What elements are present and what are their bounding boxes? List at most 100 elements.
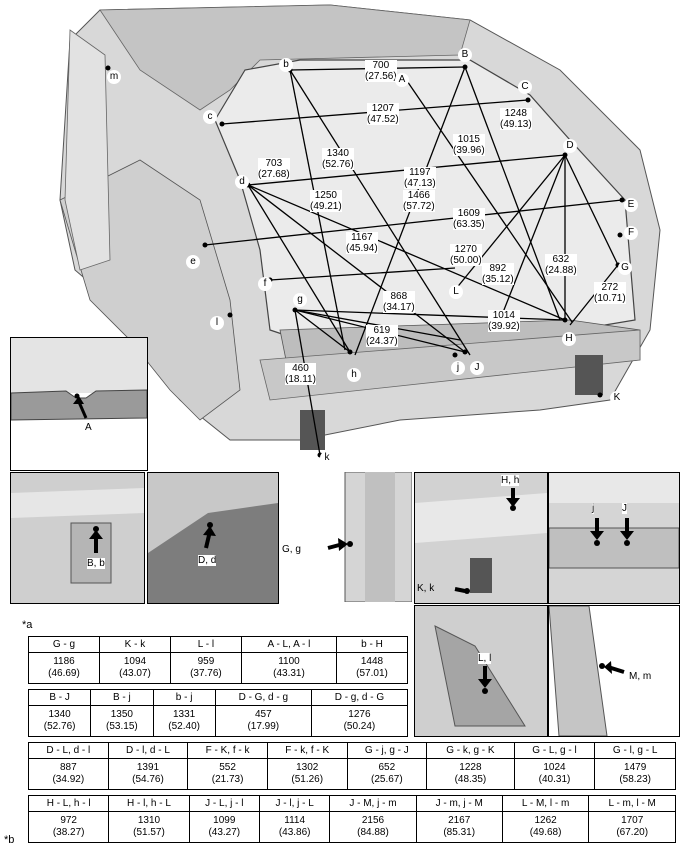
- table-header-cell: D - g, d - G: [310, 689, 409, 706]
- table-header-cell: F - k, f - K: [266, 742, 348, 759]
- value-in: (40.31): [538, 774, 571, 785]
- table-header-cell: J - m, j - M: [415, 795, 503, 812]
- value-in: (67.20): [616, 827, 649, 838]
- table-value-cell: 1114(43.86): [258, 811, 331, 843]
- value-in: (50.24): [343, 721, 376, 732]
- note-a: *a: [22, 619, 33, 631]
- table-header-cell: A - L, A - l: [240, 636, 338, 653]
- value-in: (85.31): [443, 827, 476, 838]
- table-value-cell: 1094(43.07): [98, 652, 171, 684]
- point-label: H: [562, 332, 576, 346]
- dim-label: 460(18.11): [285, 363, 316, 385]
- value-mm: 1262: [534, 815, 557, 826]
- inset-ll-label: L, l: [478, 653, 492, 664]
- inset-bb-label: B, b: [87, 558, 105, 569]
- table-header-cell: G - k, g - K: [426, 742, 515, 759]
- table-value-cell: 1276(50.24): [310, 705, 409, 737]
- table-header-cell: D - l, d - L: [107, 742, 189, 759]
- inset-kk-label: K, k: [417, 583, 435, 594]
- value-mm: 972: [60, 815, 77, 826]
- point-label: j: [451, 361, 465, 375]
- value-in: (53.15): [106, 721, 138, 732]
- table-value-cell: 1391(54.76): [107, 758, 189, 790]
- value-in: (52.76): [43, 721, 76, 732]
- inset-hh-kk: H, h K, k: [414, 472, 548, 604]
- table-value-cell: 2167(85.31): [415, 811, 503, 843]
- dim-label: 619(24.37): [366, 325, 398, 347]
- value-in: (54.76): [132, 774, 164, 785]
- value-mm: 959: [197, 656, 215, 667]
- value-in: (48.35): [454, 774, 487, 785]
- value-mm: 652: [378, 762, 396, 773]
- point-label: e: [186, 255, 200, 269]
- point-label: k: [320, 451, 334, 465]
- table-header-cell: b - j: [152, 689, 216, 706]
- point-label: E: [624, 198, 638, 212]
- table-value-cell: 1186(46.69): [28, 652, 100, 684]
- dim-label: 700(27.56): [365, 60, 397, 82]
- point-label: g: [293, 293, 307, 307]
- value-mm: 1114: [284, 815, 306, 826]
- table-header-cell: G - l, g - L: [594, 742, 676, 759]
- table-header-cell: L - M, l - m: [501, 795, 590, 812]
- value-in: (38.27): [52, 827, 85, 838]
- value-in: (57.01): [356, 668, 388, 679]
- value-in: (21.73): [211, 774, 244, 785]
- point-label: J: [470, 361, 484, 375]
- value-mm: 1448: [360, 656, 384, 667]
- note-b: *b: [4, 834, 15, 846]
- value-mm: 1099: [213, 815, 236, 826]
- value-in: (43.31): [273, 668, 305, 679]
- point-label: A: [395, 73, 409, 87]
- value-in: (51.57): [133, 827, 165, 838]
- inset-J-label: J: [622, 503, 627, 514]
- inset-mm: M, m: [548, 605, 680, 737]
- dim-label: 1609(63.35): [453, 208, 485, 230]
- table-header-cell: H - L, h - l: [27, 795, 110, 812]
- table-value-cell: 1331(52.40): [152, 705, 216, 737]
- inset-jj: j J: [548, 472, 680, 604]
- dim-label: 1014(39.92): [488, 310, 520, 332]
- table-value-cell: 1310(51.57): [108, 811, 190, 843]
- dim-label: 1340(52.76): [322, 148, 354, 170]
- value-mm: 1094: [123, 656, 147, 667]
- dim-label: 272(10.71): [594, 282, 626, 304]
- inset-ll: L, l: [414, 605, 548, 737]
- value-mm: 1479: [624, 762, 647, 773]
- inset-a-label: A: [85, 422, 92, 433]
- dim-label: 892(35.12): [482, 263, 514, 285]
- table-value-cell: 959(37.76): [169, 652, 242, 684]
- point-label: F: [624, 226, 638, 240]
- table-header-cell: F - K, f - k: [187, 742, 268, 759]
- table-header-cell: G - j, g - J: [346, 742, 428, 759]
- table-value-cell: 1228(48.35): [426, 758, 515, 790]
- point-label: m: [107, 70, 121, 84]
- value-in: (52.40): [168, 721, 200, 732]
- dim-label: 1207(47.52): [367, 103, 399, 125]
- table-header-cell: D - L, d - l: [28, 742, 109, 759]
- value-in: (49.68): [529, 827, 562, 838]
- table-header-cell: G - g: [28, 636, 100, 653]
- point-label: K: [610, 391, 624, 405]
- value-mm: 1331: [173, 709, 196, 720]
- point-label: D: [563, 139, 577, 153]
- table-value-cell: 457(17.99): [214, 705, 312, 737]
- value-in: (17.99): [247, 721, 280, 732]
- table-header-cell: L - l: [169, 636, 242, 653]
- dim-label: 632(24.88): [545, 254, 577, 276]
- point-label: l: [210, 316, 224, 330]
- value-in: (58.23): [619, 774, 651, 785]
- table-value-cell: 1448(57.01): [336, 652, 408, 684]
- point-label: C: [518, 80, 532, 94]
- value-in: (25.67): [371, 774, 403, 785]
- inset-mm-label: M, m: [629, 671, 652, 682]
- value-mm: 1100: [278, 656, 300, 667]
- inset-dd-label: D, d: [198, 555, 217, 566]
- point-label: f: [258, 277, 272, 291]
- table-header-cell: K - k: [98, 636, 171, 653]
- value-in: (43.27): [208, 827, 241, 838]
- value-in: (34.92): [52, 774, 85, 785]
- point-label: L: [449, 285, 463, 299]
- point-label: b: [279, 58, 293, 72]
